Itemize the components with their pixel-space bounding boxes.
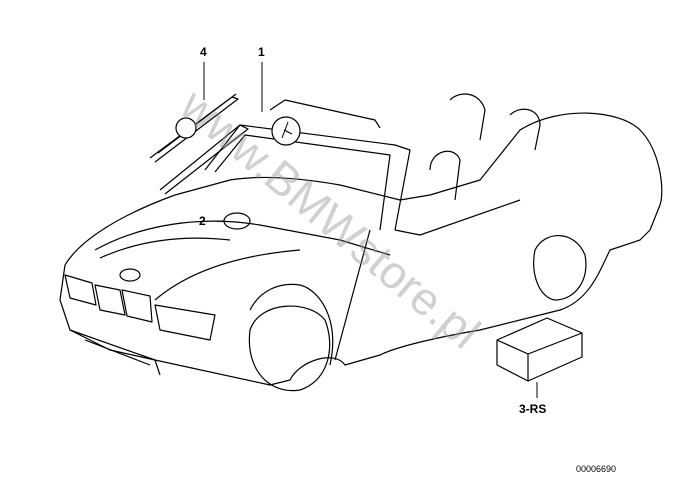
callout-4[interactable]: 4: [200, 45, 207, 59]
diagram-code: 00006690: [576, 464, 617, 474]
callout-1[interactable]: 1: [258, 45, 265, 59]
front-wheel: [248, 305, 331, 392]
car-body-outline: [59, 112, 663, 386]
part-3-box: [496, 317, 583, 382]
bumper: [69, 329, 161, 376]
part-4-detail-circle: [175, 117, 197, 139]
rear-wheel: [533, 235, 587, 301]
headlight: [154, 304, 216, 341]
callout-3-rs[interactable]: 3-RS: [519, 402, 547, 416]
windshield-frame: [204, 124, 411, 231]
seats: [429, 93, 541, 201]
door: [334, 199, 521, 361]
kidney-grille: [94, 284, 153, 323]
part-1-seal: [159, 124, 249, 195]
callout-2[interactable]: 2: [199, 214, 206, 228]
bmw-logo: [119, 268, 141, 282]
